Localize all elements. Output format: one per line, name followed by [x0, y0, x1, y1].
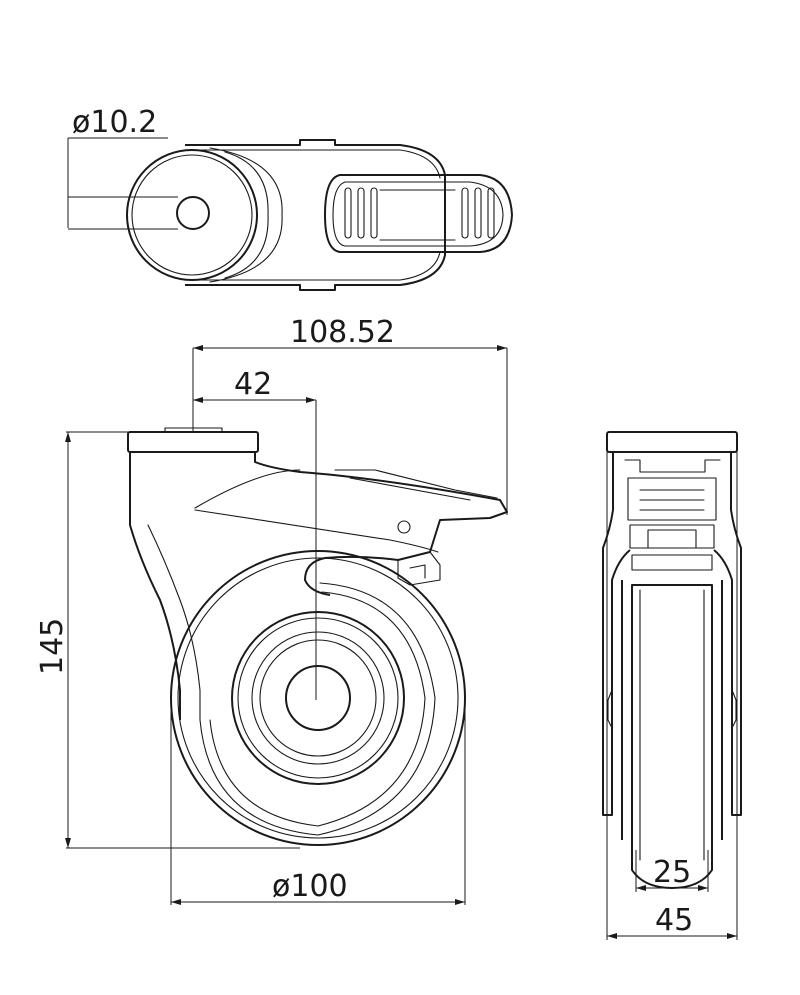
dim-height: 145: [35, 618, 70, 675]
dim-pin-diameter: ø10.2: [72, 105, 157, 140]
brake-pedal: [324, 174, 513, 253]
dim-overall-length: 108.52: [290, 315, 395, 350]
top-plate: [127, 431, 259, 453]
dim-overall-width: 45: [655, 903, 693, 938]
dim-wheel-diameter: ø100: [272, 869, 348, 904]
pin-hole: [176, 196, 210, 230]
front-wheel: [631, 584, 713, 889]
swivel-head: [126, 149, 258, 281]
wheel: [170, 550, 466, 846]
hub: [285, 665, 351, 731]
top-view: ø10.2: [67, 105, 513, 291]
front-top-plate: [606, 431, 738, 453]
dim-tread-width: 25: [653, 855, 691, 890]
side-view: 108.52 42 145 ø100: [35, 315, 508, 905]
dim-offset: 42: [234, 367, 272, 402]
front-view: 25 45: [602, 431, 742, 940]
